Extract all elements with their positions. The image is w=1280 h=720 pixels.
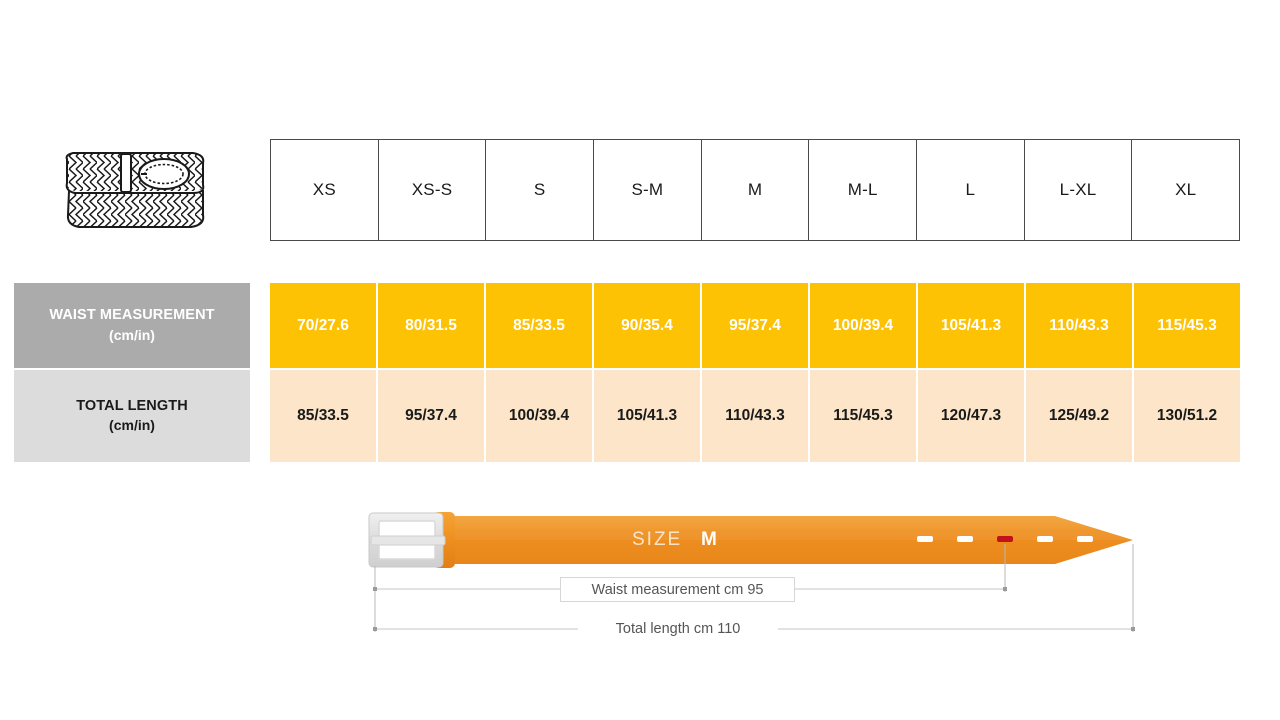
size-header-label: M bbox=[747, 180, 763, 199]
belt-hole bbox=[917, 536, 933, 542]
waist-value: 105/41.3 bbox=[940, 316, 1002, 334]
waist-value: 90/35.4 bbox=[621, 316, 673, 334]
waist-label-main: WAIST MEASUREMENT bbox=[49, 307, 215, 324]
waist-value: 115/45.3 bbox=[1157, 316, 1217, 334]
length-value: 85/33.5 bbox=[297, 407, 349, 424]
belt-holes bbox=[917, 536, 1093, 542]
waist-value: 100/39.4 bbox=[832, 316, 894, 334]
size-header-cell: L-XL bbox=[1025, 140, 1133, 240]
size-header-label: L bbox=[965, 180, 976, 199]
size-header-cell: M bbox=[702, 140, 810, 240]
length-value-cell: 120/47.3 bbox=[918, 370, 1026, 462]
belt-strap bbox=[425, 516, 1133, 564]
waist-value: 95/37.4 bbox=[729, 316, 781, 334]
waist-value: 110/43.3 bbox=[1049, 316, 1109, 334]
total-length-label: TOTAL LENGTH (cm/in) bbox=[14, 370, 250, 462]
waist-value: 85/33.5 bbox=[513, 316, 565, 334]
total-length-value-cells: 85/33.5 95/37.4 100/39.4 105/41.3 110/43… bbox=[270, 370, 1240, 462]
waist-value: 80/31.5 bbox=[405, 316, 457, 334]
length-value-cell: 85/33.5 bbox=[270, 370, 378, 462]
length-value: 100/39.4 bbox=[508, 407, 570, 424]
dimension-extension-lines bbox=[374, 544, 1134, 632]
belt-hole bbox=[957, 536, 973, 542]
size-header-label: L-XL bbox=[1059, 180, 1097, 199]
length-value: 95/37.4 bbox=[405, 407, 457, 424]
length-value: 115/45.3 bbox=[833, 407, 893, 424]
total-length-dimension-label: Total length cm 110 bbox=[578, 617, 778, 641]
length-value-cell: 110/43.3 bbox=[702, 370, 810, 462]
waist-measurement-label: WAIST MEASUREMENT (cm/in) bbox=[14, 283, 250, 368]
length-value: 130/51.2 bbox=[1156, 407, 1218, 424]
length-value: 110/43.3 bbox=[725, 407, 785, 424]
size-header-label: XS bbox=[312, 180, 336, 199]
size-header-cell: XS-S bbox=[379, 140, 487, 240]
size-header-label: XS-S bbox=[411, 180, 453, 199]
row-spacer bbox=[250, 283, 270, 368]
belt-hole bbox=[1037, 536, 1053, 542]
belt-diagram bbox=[355, 500, 1155, 650]
length-value: 105/41.3 bbox=[616, 407, 678, 424]
waist-value-cell: 110/43.3 bbox=[1026, 283, 1134, 368]
size-header-cell: M-L bbox=[809, 140, 918, 240]
waist-value-cell: 105/41.3 bbox=[918, 283, 1026, 368]
size-header-cell: XL bbox=[1132, 140, 1239, 240]
waist-value-cell: 90/35.4 bbox=[594, 283, 702, 368]
total-length-row: TOTAL LENGTH (cm/in) 85/33.5 95/37.4 100… bbox=[14, 370, 1240, 462]
waist-label-unit: (cm/in) bbox=[109, 326, 155, 343]
waist-value-cell: 100/39.4 bbox=[810, 283, 918, 368]
length-value-cell: 105/41.3 bbox=[594, 370, 702, 462]
length-label-unit: (cm/in) bbox=[109, 417, 155, 434]
size-header-cell: XS bbox=[271, 140, 379, 240]
length-value-cell: 115/45.3 bbox=[810, 370, 918, 462]
length-value: 125/49.2 bbox=[1048, 407, 1110, 424]
waist-value-cell: 70/27.6 bbox=[270, 283, 378, 368]
size-header-cell: S bbox=[486, 140, 595, 240]
size-header-cell: L bbox=[917, 140, 1025, 240]
row-spacer bbox=[250, 370, 270, 462]
size-header-table: XS XS-S S S-M M M-L L L-XL XL bbox=[270, 139, 1240, 241]
waist-value-cell: 95/37.4 bbox=[702, 283, 810, 368]
waist-value: 70/27.6 bbox=[297, 316, 349, 334]
size-header-cell: S-M bbox=[594, 140, 702, 240]
length-value-cell: 130/51.2 bbox=[1134, 370, 1240, 462]
braided-belt-icon bbox=[55, 143, 215, 238]
length-label-main: TOTAL LENGTH bbox=[76, 397, 188, 414]
size-header-label: XL bbox=[1175, 180, 1197, 199]
belt-hole bbox=[1077, 536, 1093, 542]
waist-value-cell: 80/31.5 bbox=[378, 283, 486, 368]
waist-value-cell: 85/33.5 bbox=[486, 283, 594, 368]
waist-value-cells: 70/27.6 80/31.5 85/33.5 90/35.4 95/37.4 … bbox=[270, 283, 1240, 368]
length-value: 120/47.3 bbox=[940, 407, 1002, 424]
waist-dimension-label: Waist measurement cm 95 bbox=[560, 577, 795, 602]
length-value-cell: 95/37.4 bbox=[378, 370, 486, 462]
belt-buckle bbox=[368, 512, 446, 568]
length-value-cell: 100/39.4 bbox=[486, 370, 594, 462]
size-header-label: S bbox=[533, 180, 546, 199]
size-header-label: S-M bbox=[631, 180, 664, 199]
waist-value-cell: 115/45.3 bbox=[1134, 283, 1240, 368]
size-header-label: M-L bbox=[847, 180, 878, 199]
waist-measurement-row: WAIST MEASUREMENT (cm/in) 70/27.6 80/31.… bbox=[14, 283, 1240, 368]
belt-hole-active bbox=[997, 536, 1013, 542]
length-value-cell: 125/49.2 bbox=[1026, 370, 1134, 462]
